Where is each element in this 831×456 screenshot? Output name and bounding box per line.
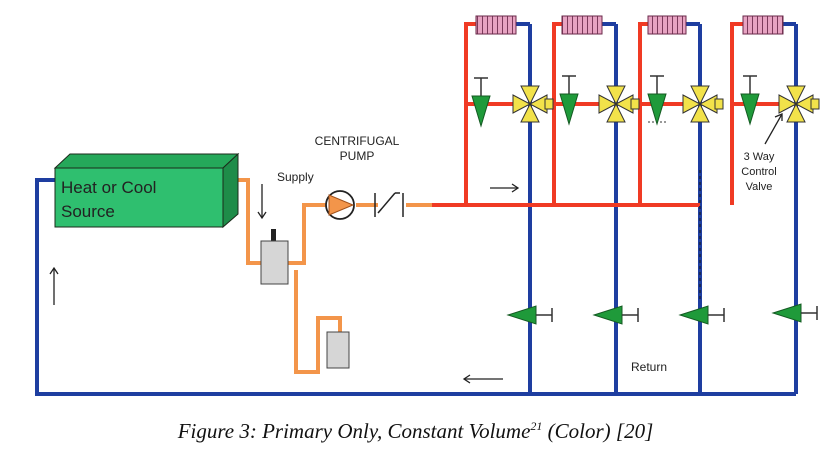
three-way-valves [512, 85, 820, 123]
balancing-valve-icon [506, 305, 553, 325]
supply-riser-4 [730, 22, 743, 205]
valve-label-line3: Valve [746, 181, 773, 193]
pump-label-line1: CENTRIFUGAL [315, 134, 400, 148]
figure-caption: Figure 3: Primary Only, Constant Volume2… [0, 419, 831, 444]
coil-icon [647, 15, 687, 35]
balancing-valve-icon [559, 75, 579, 126]
flow-arrow-icon [462, 374, 503, 384]
balancing-valve-icon [471, 77, 491, 128]
supply-riser-2 [552, 22, 562, 205]
three-way-valve-icon [598, 85, 640, 123]
expansion-piping [238, 178, 432, 374]
air-separator-icon [260, 229, 289, 285]
flow-arrow-icon [49, 266, 59, 305]
caption-text: Figure 3: Primary Only, Constant Volume [177, 419, 531, 443]
coil-icon [742, 15, 784, 35]
balancing-valve-icon [592, 305, 639, 325]
balancing-valve-icon [740, 75, 760, 126]
coil-icon [475, 15, 517, 35]
return-balancing-valves [506, 303, 818, 325]
source-label-line2: Source [61, 202, 115, 221]
supply-piping [432, 22, 779, 207]
tank-pipe [294, 270, 342, 374]
coils [475, 15, 784, 35]
supply-riser-1 [464, 22, 476, 205]
flow-arrows [49, 113, 783, 384]
heat-source-box: Heat or Cool Source [53, 152, 240, 229]
hydronic-diagram: Heat or Cool Source Supply CENTRIFUGAL P… [35, 15, 820, 396]
three-way-valve-icon [512, 85, 554, 123]
caption-suffix: (Color) [20] [542, 419, 654, 443]
pump-label-line2: PUMP [340, 149, 375, 163]
balancing-valve-icon [647, 75, 667, 126]
separator-to-pump-pipe [288, 203, 326, 265]
caption-superscript: 21 [530, 419, 543, 433]
supply-from-source-pipe [238, 178, 262, 265]
three-way-valve-icon [682, 85, 724, 123]
balancing-valve-icon [678, 305, 725, 325]
flow-arrow-icon [764, 113, 783, 145]
balancing-valve-icon [771, 303, 818, 323]
coil-icon [561, 15, 603, 35]
supply-label: Supply [277, 170, 314, 184]
return-label: Return [631, 360, 667, 374]
expansion-tank-icon [326, 331, 350, 369]
return-main-pipe [35, 178, 796, 396]
source-label-line1: Heat or Cool [61, 178, 156, 197]
flow-arrow-icon [490, 183, 520, 193]
three-way-valve-icon [778, 85, 820, 123]
valve-label-line2: Control [741, 166, 776, 178]
centrifugal-pump-icon [325, 190, 355, 220]
flow-arrow-icon [257, 184, 267, 220]
valve-label-line1: 3 Way [744, 151, 775, 163]
supply-riser-3 [638, 22, 648, 205]
check-valve-icon [374, 192, 404, 217]
supply-balancing-valves [471, 75, 760, 128]
